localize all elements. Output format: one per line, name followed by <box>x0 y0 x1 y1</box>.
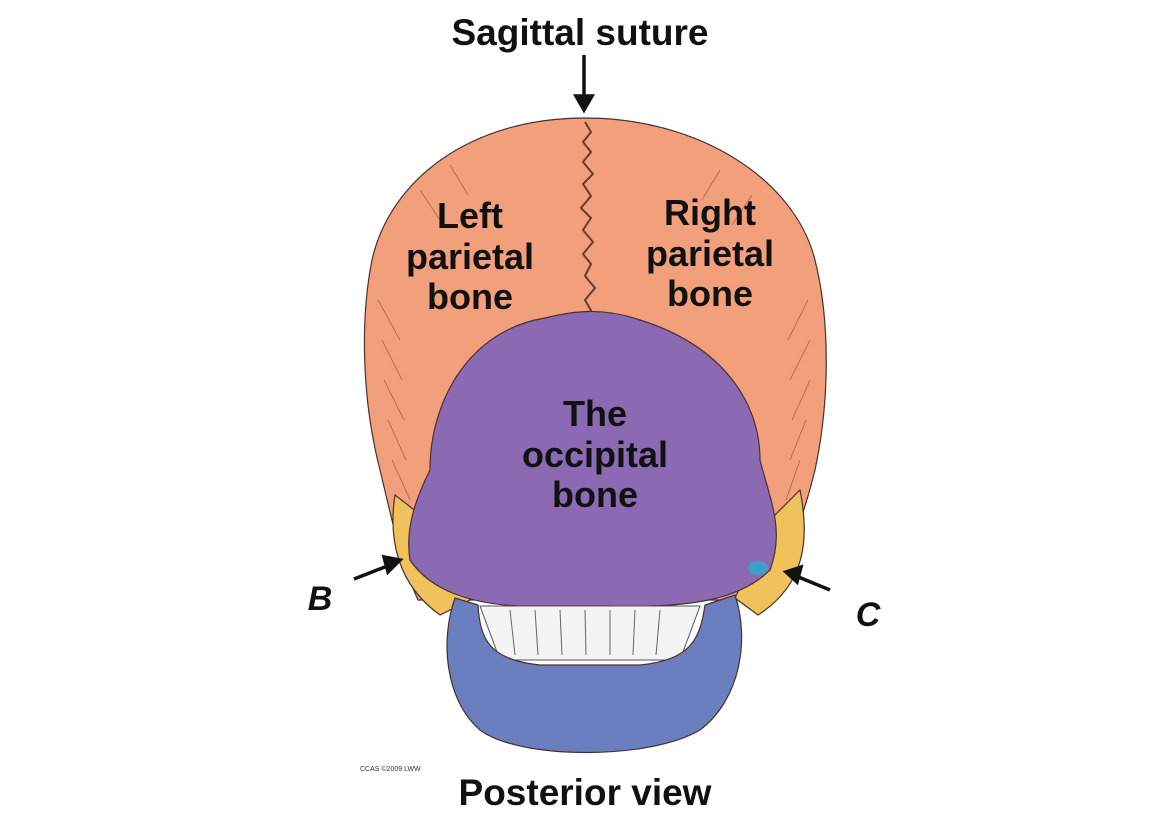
mandible-region <box>446 594 743 754</box>
marker-c-label: C <box>855 596 881 634</box>
arrow-b <box>353 563 391 581</box>
arrowhead-b <box>381 554 404 576</box>
occipital-region <box>408 310 777 607</box>
copyright-credit: CCAS ©2009 LWW <box>360 766 421 773</box>
arrowhead-c <box>782 564 804 586</box>
right-parietal-line-3: bone <box>667 273 753 315</box>
left-parietal-line-1: Left <box>437 195 503 236</box>
left-parietal-line-2: parietal <box>405 235 535 277</box>
right-parietal-line-2: parietal <box>645 232 775 274</box>
teeth-lines <box>509 609 661 656</box>
left-parietal-line-3: bone <box>427 276 513 318</box>
right-parietal-line-1: Right <box>664 192 756 233</box>
occipital-label: The occipital bone <box>495 393 695 516</box>
posterior-view-caption: Posterior view <box>458 772 712 813</box>
parietal-hatching <box>377 164 811 501</box>
pointer-arrows <box>353 55 831 592</box>
sagittal-arrowhead <box>572 94 596 114</box>
occipital-line-1: The <box>562 393 627 434</box>
arrow-c <box>795 574 831 592</box>
occipital-line-2: occipital <box>521 433 669 475</box>
marker-b-label: B <box>307 580 333 618</box>
occipital-line-3: bone <box>552 474 638 516</box>
sagittal-suture-line <box>579 121 597 315</box>
sagittal-suture-label: Sagittal suture <box>451 12 709 53</box>
mastoid-spot <box>748 561 768 575</box>
left-parietal-label: Left parietal bone <box>390 195 550 318</box>
right-parietal-label: Right parietal bone <box>630 192 790 315</box>
